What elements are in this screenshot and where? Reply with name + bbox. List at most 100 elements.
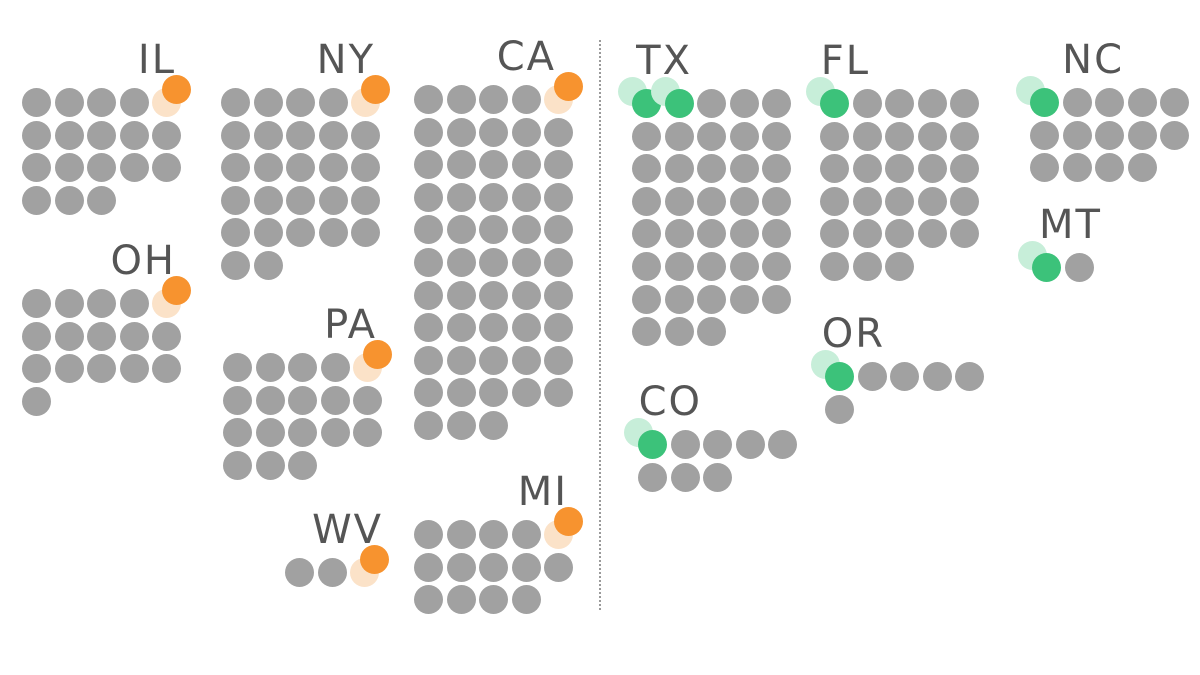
seat-flipped: [360, 545, 390, 574]
seat: [1030, 120, 1059, 150]
state-wv: WV: [285, 510, 390, 587]
seat: [768, 430, 798, 459]
seat: [511, 280, 541, 310]
seat: [318, 218, 348, 248]
seat: [414, 411, 443, 440]
seat: [255, 353, 285, 382]
seat: [479, 215, 509, 245]
seat: [950, 219, 980, 249]
seat: [762, 121, 792, 151]
seat: [288, 418, 318, 448]
seat: [544, 248, 574, 277]
seat: [479, 117, 509, 147]
seat: [255, 385, 285, 415]
seat: [1095, 120, 1125, 150]
seat: [697, 219, 727, 249]
seat: [22, 185, 51, 215]
seat: [54, 185, 84, 215]
seat: [119, 321, 149, 351]
seat: [351, 185, 381, 215]
seat: [511, 378, 541, 408]
seat: [1127, 88, 1157, 117]
seat: [544, 345, 574, 375]
seat: [223, 418, 252, 448]
seat: [511, 345, 541, 375]
seat-flipped: [162, 276, 192, 305]
seat: [288, 353, 318, 382]
seat: [87, 153, 117, 183]
state-mi: MI: [414, 472, 584, 615]
seat: [446, 182, 476, 212]
seat: [446, 215, 476, 245]
seat: [22, 354, 51, 384]
seat: [762, 89, 792, 118]
seat: [511, 215, 541, 245]
seat: [544, 552, 574, 582]
seat: [446, 378, 476, 408]
seat: [446, 552, 476, 582]
seat: [1062, 120, 1092, 150]
seat: [479, 585, 509, 615]
seat: [87, 289, 117, 318]
seat: [852, 186, 882, 216]
seat-flipped: [1032, 253, 1061, 282]
state-mt: MT: [1018, 205, 1102, 282]
seat: [223, 353, 252, 382]
state-label-mt: MT: [1039, 202, 1102, 248]
seat-flipped: [825, 362, 854, 391]
seat: [414, 585, 443, 615]
seat: [664, 186, 694, 216]
state-fl: FL: [806, 41, 980, 281]
seat: [632, 121, 661, 151]
seat: [253, 218, 283, 248]
seat: [479, 345, 509, 375]
seat: [351, 218, 381, 248]
seat: [852, 89, 882, 118]
seat: [820, 154, 849, 184]
seat: [221, 120, 250, 150]
seat: [1127, 153, 1157, 183]
seat: [1064, 253, 1094, 282]
seat: [54, 153, 84, 183]
state-label-pa: PA: [324, 302, 377, 348]
seat: [446, 520, 476, 549]
seat: [511, 585, 541, 615]
state-or: OR: [811, 314, 985, 424]
seat: [544, 378, 574, 408]
seat: [22, 386, 51, 416]
seat-flipped: [638, 430, 667, 459]
seat: [1160, 120, 1190, 150]
seat: [1030, 153, 1059, 183]
seat: [221, 251, 250, 280]
seat: [697, 121, 727, 151]
seat: [286, 88, 316, 117]
seat: [286, 218, 316, 248]
seat: [22, 120, 51, 150]
seat: [152, 354, 182, 384]
seat: [446, 411, 476, 440]
seat: [253, 88, 283, 117]
seat: [729, 186, 759, 216]
seat: [253, 120, 283, 150]
seat: [922, 362, 952, 391]
seat: [54, 88, 84, 117]
seat: [414, 280, 443, 310]
seat: [697, 317, 727, 347]
seat: [414, 215, 443, 245]
seat: [351, 153, 381, 183]
seat: [950, 154, 980, 184]
divider-line: [599, 40, 601, 610]
seat: [885, 186, 915, 216]
seat: [852, 121, 882, 151]
seat: [22, 153, 51, 183]
seat: [87, 354, 117, 384]
seat: [820, 252, 849, 281]
seat: [119, 88, 149, 117]
seat: [285, 558, 314, 587]
seat: [414, 552, 443, 582]
seat: [670, 462, 700, 492]
seat: [511, 248, 541, 277]
seat: [632, 252, 661, 281]
seat: [729, 121, 759, 151]
seat: [318, 153, 348, 183]
